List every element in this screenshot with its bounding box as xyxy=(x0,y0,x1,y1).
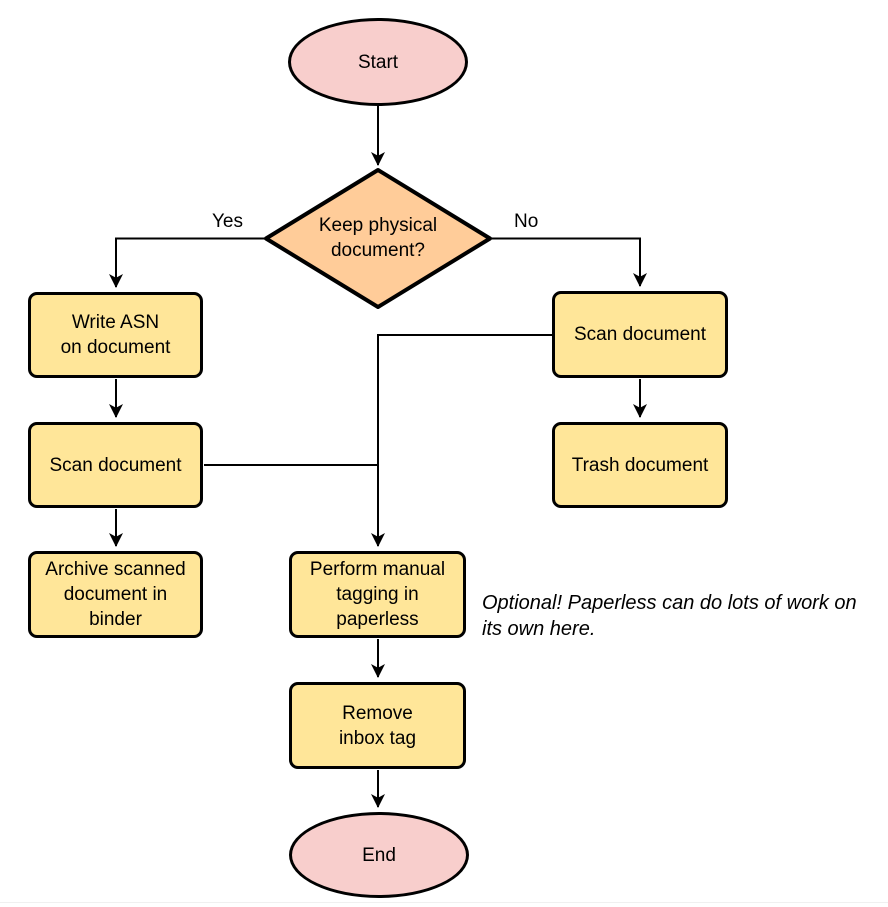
trash-document-node-label: Trash document xyxy=(571,454,709,476)
end-node-label: End xyxy=(362,844,396,866)
decision-node-label: Keep physical document? xyxy=(318,215,438,261)
scan-document-right-node-label: Scan document xyxy=(573,324,707,345)
scan-document-right-node: Scan document xyxy=(552,291,728,378)
write-asn-node-label: Write ASN on document xyxy=(60,312,171,358)
archive-document-node-label: Archive scanned document in binder xyxy=(45,559,186,630)
manual-tagging-node-label: Perform manual tagging in paperless xyxy=(309,559,446,630)
edge-scan-right-to-tagging xyxy=(371,334,552,547)
edge-decision-yes-to-write-asn xyxy=(109,237,266,288)
scan-document-left-node: Scan document xyxy=(28,422,203,508)
edge-label-no: No xyxy=(514,211,539,232)
page-bottom-divider xyxy=(0,902,888,903)
scan-document-left-node-label: Scan document xyxy=(49,454,182,476)
optional-note: Optional! Paperless can do lots of work … xyxy=(482,592,857,640)
trash-document-node: Trash document xyxy=(552,422,728,508)
remove-inbox-tag-node: Remove inbox tag xyxy=(289,682,466,769)
start-node-label: Start xyxy=(357,51,399,73)
edge-label-yes: Yes xyxy=(212,211,243,232)
start-node: Start xyxy=(288,18,468,106)
decision-node-label-wrap: Keep physical document? xyxy=(276,206,480,270)
decision-diamond xyxy=(264,168,492,309)
write-asn-node: Write ASN on document xyxy=(28,292,203,378)
archive-document-node: Archive scanned document in binder xyxy=(28,551,203,638)
end-node: End xyxy=(289,812,469,898)
remove-inbox-tag-node-label: Remove inbox tag xyxy=(338,702,417,749)
manual-tagging-node: Perform manual tagging in paperless xyxy=(289,551,466,638)
edge-decision-no-to-scan-right xyxy=(490,237,647,287)
